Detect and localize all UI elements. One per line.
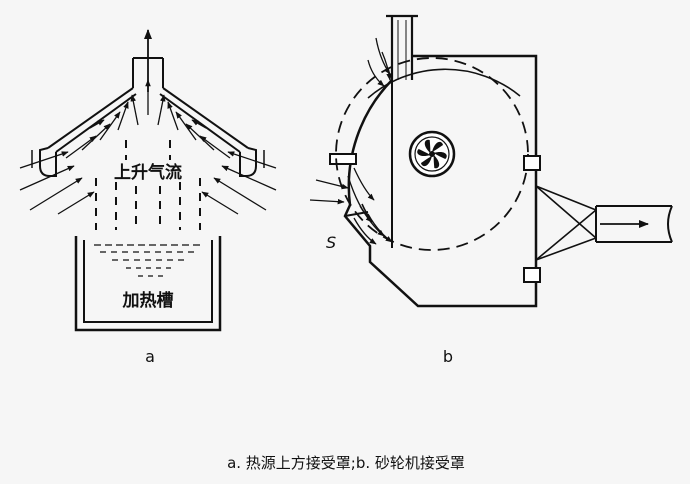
outlet-duct bbox=[595, 205, 673, 243]
hood-top-pipe bbox=[386, 14, 418, 80]
hood-inner-wall bbox=[55, 93, 241, 153]
diagram-b-grinder-hood bbox=[329, 14, 673, 308]
grinding-wheel-fan-icon bbox=[408, 130, 456, 178]
rising-plume-dashes bbox=[95, 140, 201, 230]
hood-casing bbox=[343, 54, 538, 308]
hood-rim-left bbox=[39, 147, 57, 177]
subfigure-b-label: b bbox=[443, 347, 453, 366]
heating-tank-label: 加热槽 bbox=[122, 290, 174, 311]
ambient-inflow-arrows bbox=[19, 151, 277, 215]
hood-outer-wall bbox=[47, 87, 249, 149]
s-marker-label: S bbox=[326, 233, 336, 252]
mount-bracket-bottom bbox=[523, 267, 541, 283]
subfigure-a-label: a bbox=[145, 347, 155, 366]
hood-rim-right bbox=[239, 147, 257, 177]
outlet-cone bbox=[535, 185, 597, 261]
mount-bracket-top bbox=[523, 155, 541, 171]
grinder-airflow-arrows bbox=[309, 37, 393, 245]
hood-partition bbox=[391, 56, 413, 248]
tool-rest bbox=[329, 153, 357, 165]
diagram-a-canopy-hood bbox=[31, 57, 265, 177]
grinding-wheel-outline bbox=[335, 57, 529, 251]
heating-tank bbox=[74, 236, 222, 332]
figure-caption: a. 热源上方接受罩;b. 砂轮机接受罩 bbox=[227, 454, 465, 472]
rising-airflow-label: 上升气流 bbox=[114, 162, 182, 183]
rising-airflow-arrows bbox=[65, 79, 231, 159]
